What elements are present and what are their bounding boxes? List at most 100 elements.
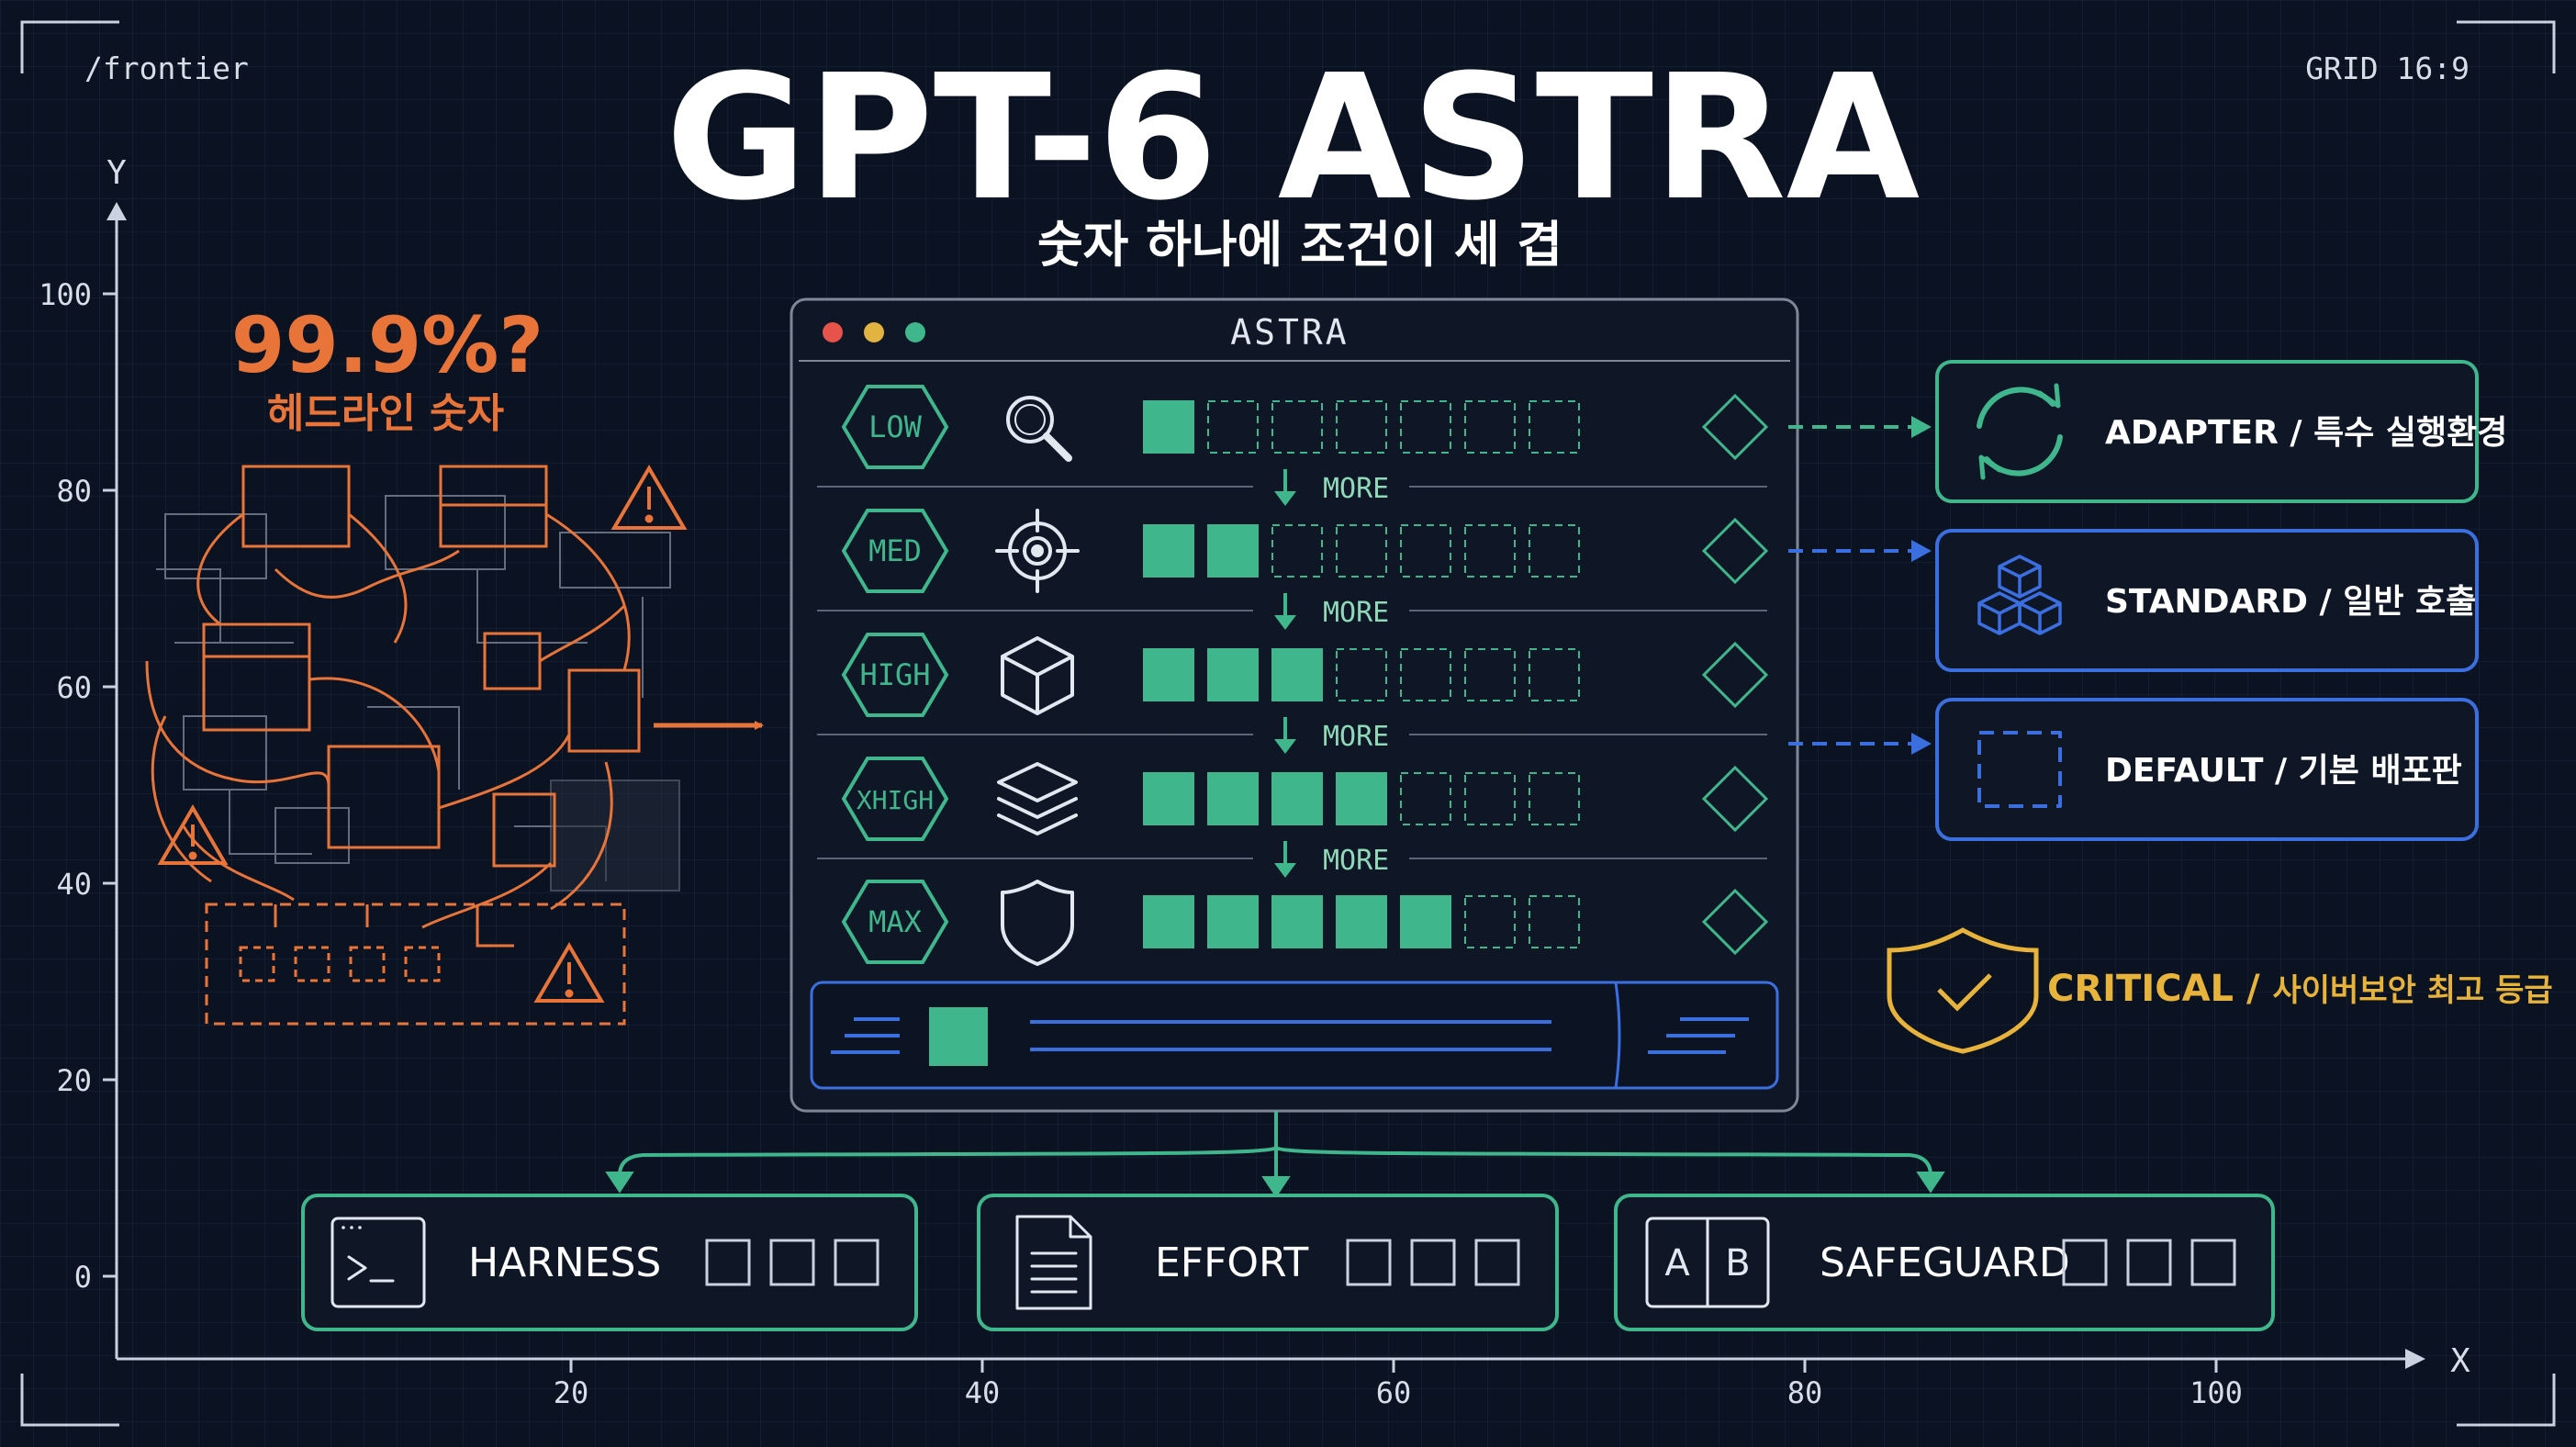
segment-filled [1143, 524, 1194, 578]
crosshair-icon [995, 509, 1080, 593]
headline-value: 99.9%? [231, 300, 543, 390]
effort-level-label: MAX [868, 904, 922, 939]
segment-filled [1207, 524, 1259, 578]
tier-link-arrow [1788, 540, 1932, 562]
tier-label: ADAPTER / 특수 실행환경 [2105, 414, 2507, 452]
checkbox-placeholder [1410, 1239, 1456, 1286]
segment-filled [1271, 772, 1323, 825]
segment-filled [1207, 772, 1259, 825]
y-tick-label: 100 [39, 277, 92, 312]
shield-check-icon [1887, 927, 2039, 1054]
diamond-marker [1701, 393, 1769, 461]
tier-link-arrow [1788, 733, 1932, 755]
segment-filled [1143, 400, 1194, 454]
diamond-marker [1701, 765, 1769, 833]
tier-default[interactable]: DEFAULT / 기본 배포판 [1935, 698, 2479, 841]
page-title: GPT-6 ASTRA [666, 38, 1920, 239]
effort-row-high[interactable]: HIGH [841, 633, 1769, 717]
effort-level-label: XHIGH [857, 785, 934, 815]
more-label: MORE [1323, 473, 1389, 505]
more-separator: MORE [817, 841, 1767, 878]
effort-row-xhigh[interactable]: XHIGH [841, 757, 1769, 841]
corner-brackets [20, 20, 2556, 1427]
checkbox-placeholder [2190, 1239, 2236, 1286]
x-axis-label: X [2450, 1342, 2470, 1380]
checkbox-placeholder [1474, 1239, 1520, 1286]
segment-filled [1271, 895, 1323, 948]
terminal-icon [330, 1217, 426, 1308]
diamond-marker [1701, 888, 1769, 956]
document-icon [1015, 1215, 1092, 1310]
refresh-cycle-icon [1977, 383, 2063, 480]
layers-icon [997, 762, 1078, 836]
x-tick-label: 40 [965, 1375, 1001, 1410]
warning-icon [610, 465, 688, 530]
condition-label: EFFORT [1155, 1239, 1308, 1286]
checkbox-placeholder [2126, 1239, 2172, 1286]
effort-level-hexagon [841, 880, 949, 964]
effort-level-label: LOW [868, 409, 923, 444]
segment-filled [1400, 895, 1451, 948]
critical-label: CRITICAL / 사이버보안 최고 등급 [2047, 968, 2553, 1010]
window-dot-yellow[interactable] [864, 322, 884, 342]
y-tick-label: 40 [56, 867, 92, 902]
x-tick-label: 20 [554, 1375, 589, 1410]
segment-filled [1207, 895, 1259, 948]
segment-filled [1271, 648, 1323, 701]
x-tick-label: 80 [1787, 1375, 1823, 1410]
segment-filled [1143, 648, 1194, 701]
checkbox-placeholder [2062, 1239, 2108, 1286]
effort-row-low[interactable]: LOW [841, 385, 1769, 469]
y-tick-label: 20 [56, 1063, 92, 1098]
checkbox-placeholder [1346, 1239, 1392, 1286]
segment-filled [1143, 895, 1194, 948]
diamond-marker [1701, 641, 1769, 709]
effort-level-label: MED [868, 533, 922, 568]
tier-link-arrow [1788, 416, 1932, 438]
effort-row-max[interactable]: MAX [841, 880, 1769, 966]
checkbox-placeholder [769, 1239, 815, 1286]
stacked-cubes-icon [1977, 555, 2062, 635]
tangled-complexity-illustration [145, 465, 764, 1026]
condition-label: HARNESS [468, 1239, 661, 1286]
critical-badge: CRITICAL / 사이버보안 최고 등급 [1887, 927, 2553, 1054]
path-label: /frontier [84, 50, 249, 86]
tier-adapter[interactable]: ADAPTER / 특수 실행환경 [1935, 360, 2507, 503]
effort-level-hexagon [841, 633, 949, 717]
warning-icon [533, 942, 605, 1003]
condition-label: SAFEGUARD [1820, 1239, 2070, 1286]
shield-icon [1001, 880, 1074, 966]
effort-level-hexagon [841, 385, 949, 469]
checkbox-placeholder [834, 1239, 879, 1286]
effort-row-med[interactable]: MED [841, 509, 1769, 593]
window-dot-green[interactable] [905, 322, 925, 342]
condition-harness[interactable]: HARNESS [301, 1194, 918, 1331]
grid-label: GRID 16:9 [2305, 50, 2470, 86]
tier-label: DEFAULT / 기본 배포판 [2105, 752, 2462, 790]
more-separator: MORE [817, 717, 1767, 754]
segment-filled [1207, 648, 1259, 701]
x-tick-label: 100 [2190, 1375, 2243, 1410]
segment-filled [1336, 772, 1387, 825]
y-tick-label: 80 [56, 474, 92, 509]
y-tick-label: 60 [56, 670, 92, 705]
window-dot-red[interactable] [823, 322, 843, 342]
tier-label: STANDARD / 일반 호출 [2105, 583, 2476, 621]
y-axis-label: Y [106, 154, 127, 192]
tier-standard[interactable]: STANDARD / 일반 호출 [1935, 529, 2479, 672]
ab-test-icon [1645, 1217, 1770, 1308]
more-label: MORE [1323, 721, 1389, 753]
panel-output-bar [810, 981, 1779, 1090]
condition-effort[interactable]: EFFORT [977, 1194, 1559, 1331]
checkbox-placeholder [705, 1239, 751, 1286]
diamond-marker [1701, 517, 1769, 585]
warning-icon [157, 804, 229, 865]
